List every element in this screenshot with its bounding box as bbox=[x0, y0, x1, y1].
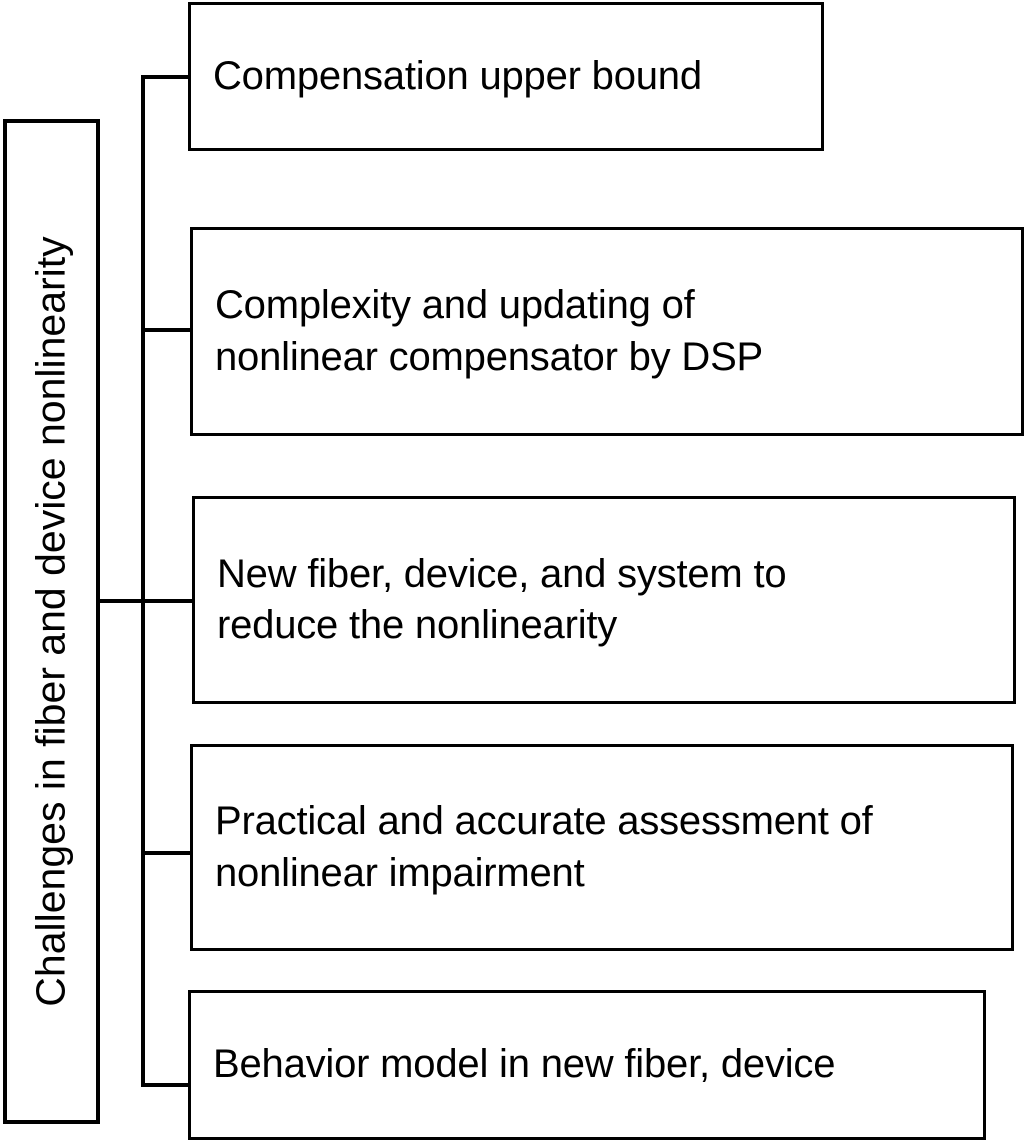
connector-trunk-vertical bbox=[141, 75, 145, 1087]
connector-branch-2 bbox=[141, 328, 191, 332]
connector-branch-4 bbox=[141, 851, 191, 855]
leaf-node-1-label: Compensation upper bound bbox=[213, 53, 702, 98]
leaf-node-5: Behavior model in new fiber, device bbox=[188, 990, 986, 1140]
leaf-node-4: Practical and accurate assessment of non… bbox=[190, 744, 1014, 951]
connector-branch-5 bbox=[141, 1083, 191, 1087]
leaf-node-2: Complexity and updating of nonlinear com… bbox=[190, 227, 1024, 436]
connector-branch-1 bbox=[141, 75, 191, 79]
leaf-node-2-label: Complexity and updating of nonlinear com… bbox=[215, 283, 764, 379]
root-node-challenges: Challenges in fiber and device nonlinear… bbox=[3, 119, 100, 1124]
root-node-label: Challenges in fiber and device nonlinear… bbox=[28, 236, 74, 1007]
leaf-node-5-label: Behavior model in new fiber, device bbox=[213, 1042, 836, 1087]
connector-root-stem bbox=[99, 599, 145, 603]
connector-branch-3 bbox=[141, 599, 193, 603]
leaf-node-4-label: Practical and accurate assessment of non… bbox=[215, 799, 873, 895]
leaf-node-3-label: New fiber, device, and system to reduce … bbox=[217, 551, 787, 647]
leaf-node-1: Compensation upper bound bbox=[188, 2, 824, 151]
leaf-node-3: New fiber, device, and system to reduce … bbox=[192, 496, 1016, 704]
